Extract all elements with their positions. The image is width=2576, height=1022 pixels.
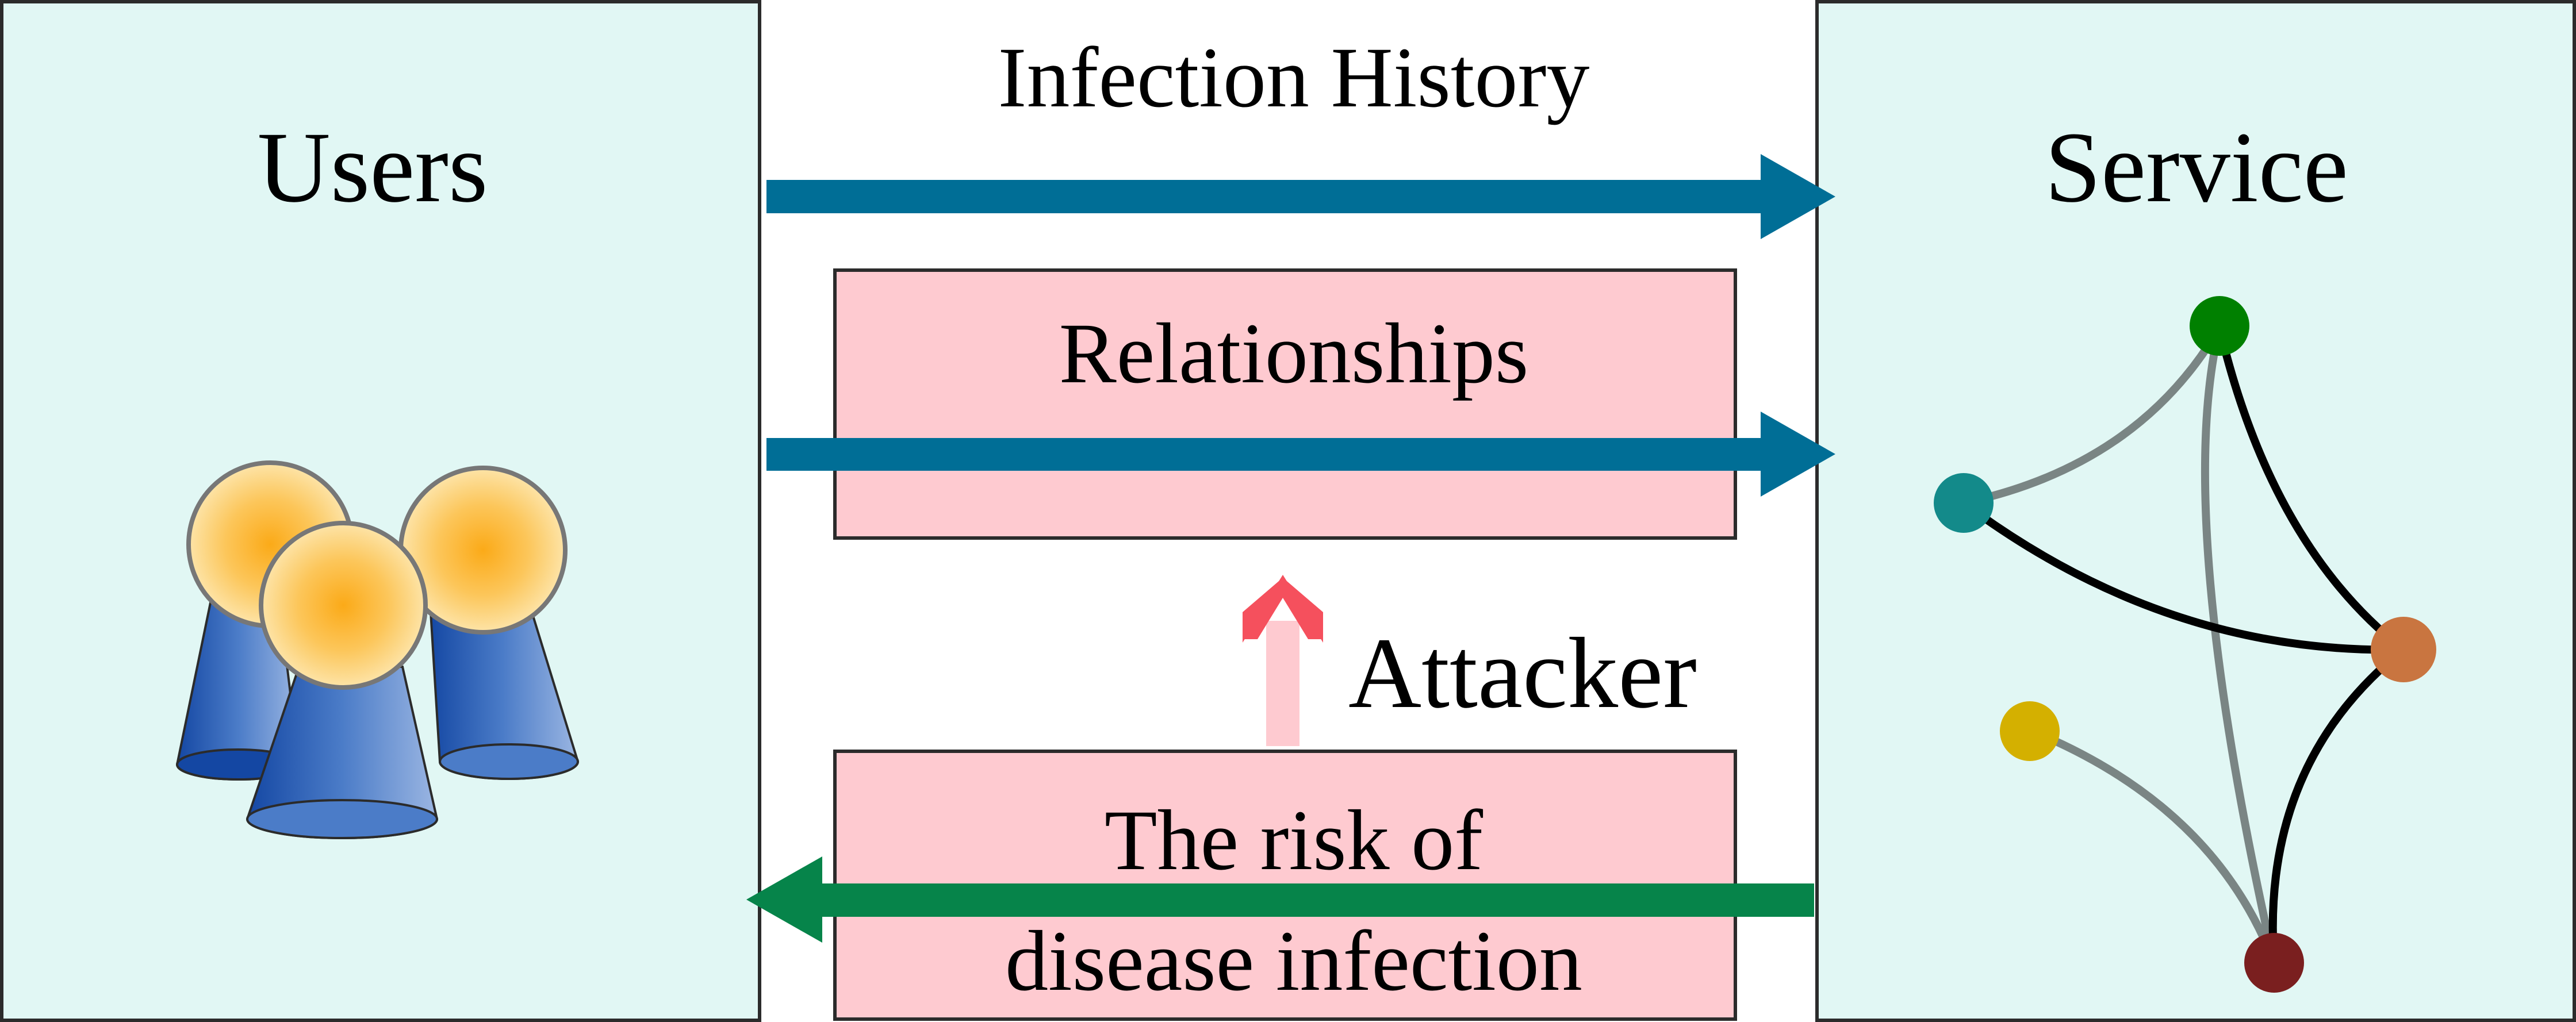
relationships-flow: Relationships (766, 268, 1835, 540)
users-panel-title: Users (258, 112, 488, 224)
graph-node-teal (1934, 473, 1994, 533)
attacker-indicator: Attacker (1243, 575, 1697, 746)
users-group-icon (175, 460, 580, 839)
graph-edge (2201, 326, 2278, 964)
graph-node-orange (2371, 617, 2436, 682)
up-arrow-icon (1243, 575, 1323, 746)
risk-label-line1: The risk of (1105, 793, 1483, 888)
network-graph-icon (1934, 296, 2436, 993)
infection-history-label: Infection History (998, 30, 1590, 125)
infection-history-flow: Infection History (766, 30, 1835, 239)
risk-flow: The risk of disease infection (746, 750, 1814, 1021)
service-panel: Service (1815, 0, 2576, 1022)
users-panel: Users (0, 0, 761, 1022)
graph-node-yellow (2000, 701, 2060, 761)
risk-label-line2: disease infection (1005, 913, 1582, 1009)
user-figure-right (398, 466, 580, 780)
graph-edge (1962, 325, 2224, 507)
graph-node-green (2190, 296, 2249, 356)
relationships-label: Relationships (1059, 306, 1529, 401)
graph-edge (2028, 726, 2278, 965)
service-panel-title: Service (2045, 112, 2348, 224)
relationships-box (833, 268, 1737, 540)
graph-edge (1961, 500, 2404, 654)
relationships-arrow (766, 412, 1835, 497)
risk-arrow (746, 856, 1814, 943)
attacker-label: Attacker (1348, 617, 1697, 729)
graph-edge (2215, 326, 2406, 653)
graph-edge (2268, 646, 2406, 963)
graph-node-darkred (2244, 933, 2304, 993)
user-figure-front (246, 521, 439, 839)
infection-history-arrow (766, 154, 1835, 239)
users-panel-box (0, 0, 761, 1022)
